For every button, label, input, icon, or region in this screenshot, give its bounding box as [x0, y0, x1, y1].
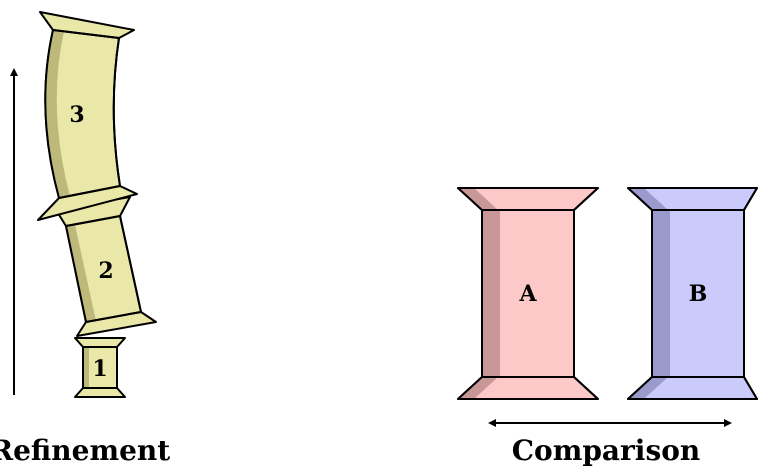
refinement-block-3-label: 3 — [69, 102, 84, 128]
refinement-block-1-label: 1 — [92, 356, 107, 382]
refinement-block-2-label: 2 — [98, 258, 113, 284]
comparison-block-a-label: A — [518, 281, 537, 307]
comparison-group: A B Comparison — [457, 187, 758, 467]
refinement-block-2: 2 — [55, 196, 157, 337]
refinement-group: 1 2 3 Refinement — [0, 11, 170, 467]
refinement-block-1: 1 — [74, 337, 126, 398]
comparison-block-b: B — [627, 187, 758, 400]
comparison-block-b-label: B — [689, 281, 708, 307]
comparison-caption: Comparison — [512, 434, 701, 467]
refinement-block-3: 3 — [37, 11, 138, 221]
comparison-block-a: A — [457, 187, 599, 400]
refinement-caption: Refinement — [0, 434, 170, 467]
